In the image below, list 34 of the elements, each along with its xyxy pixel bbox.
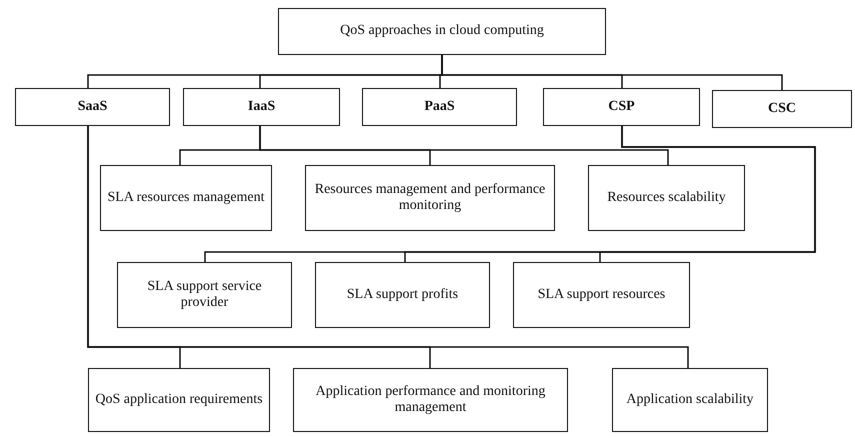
connector-line: [599, 126, 816, 262]
category-box: [88, 368, 270, 432]
category-box: [362, 88, 517, 126]
box-label: Resources scalability: [607, 190, 726, 206]
box-label: SaaS: [78, 98, 108, 116]
box-label: PaaS: [424, 98, 455, 116]
category-box: [183, 88, 340, 126]
category-box: [305, 165, 555, 231]
category-box: [117, 262, 292, 328]
category-box: [612, 368, 768, 432]
connector-line: [441, 55, 783, 90]
category-box: [315, 262, 490, 328]
box-label: SLA support service provider: [146, 278, 263, 312]
category-box: [588, 165, 745, 231]
box-label: SLA support profits: [346, 286, 458, 304]
box-label: SLA resources management: [107, 190, 265, 206]
category-box: [712, 90, 852, 128]
category-box: [293, 368, 568, 432]
box-label: SLA support resources: [538, 286, 666, 304]
box-label: CSP: [608, 98, 635, 116]
box-label: Application scalability: [626, 392, 754, 408]
box-label: CSC: [768, 100, 796, 118]
category-box: [15, 88, 170, 126]
category-box: [543, 88, 700, 126]
connector-line: [87, 126, 689, 368]
connector-line: [259, 126, 669, 165]
root-box: [278, 8, 606, 55]
category-box: [513, 262, 690, 328]
box-label: Application performance and monitoring management: [314, 384, 546, 416]
category-box: [100, 165, 272, 231]
box-label: QoS application requirements: [95, 392, 263, 408]
box-label: QoS approaches in cloud computing: [340, 23, 544, 40]
box-label: Resources management and performance monitoring: [314, 182, 546, 214]
box-label: IaaS: [248, 98, 276, 116]
